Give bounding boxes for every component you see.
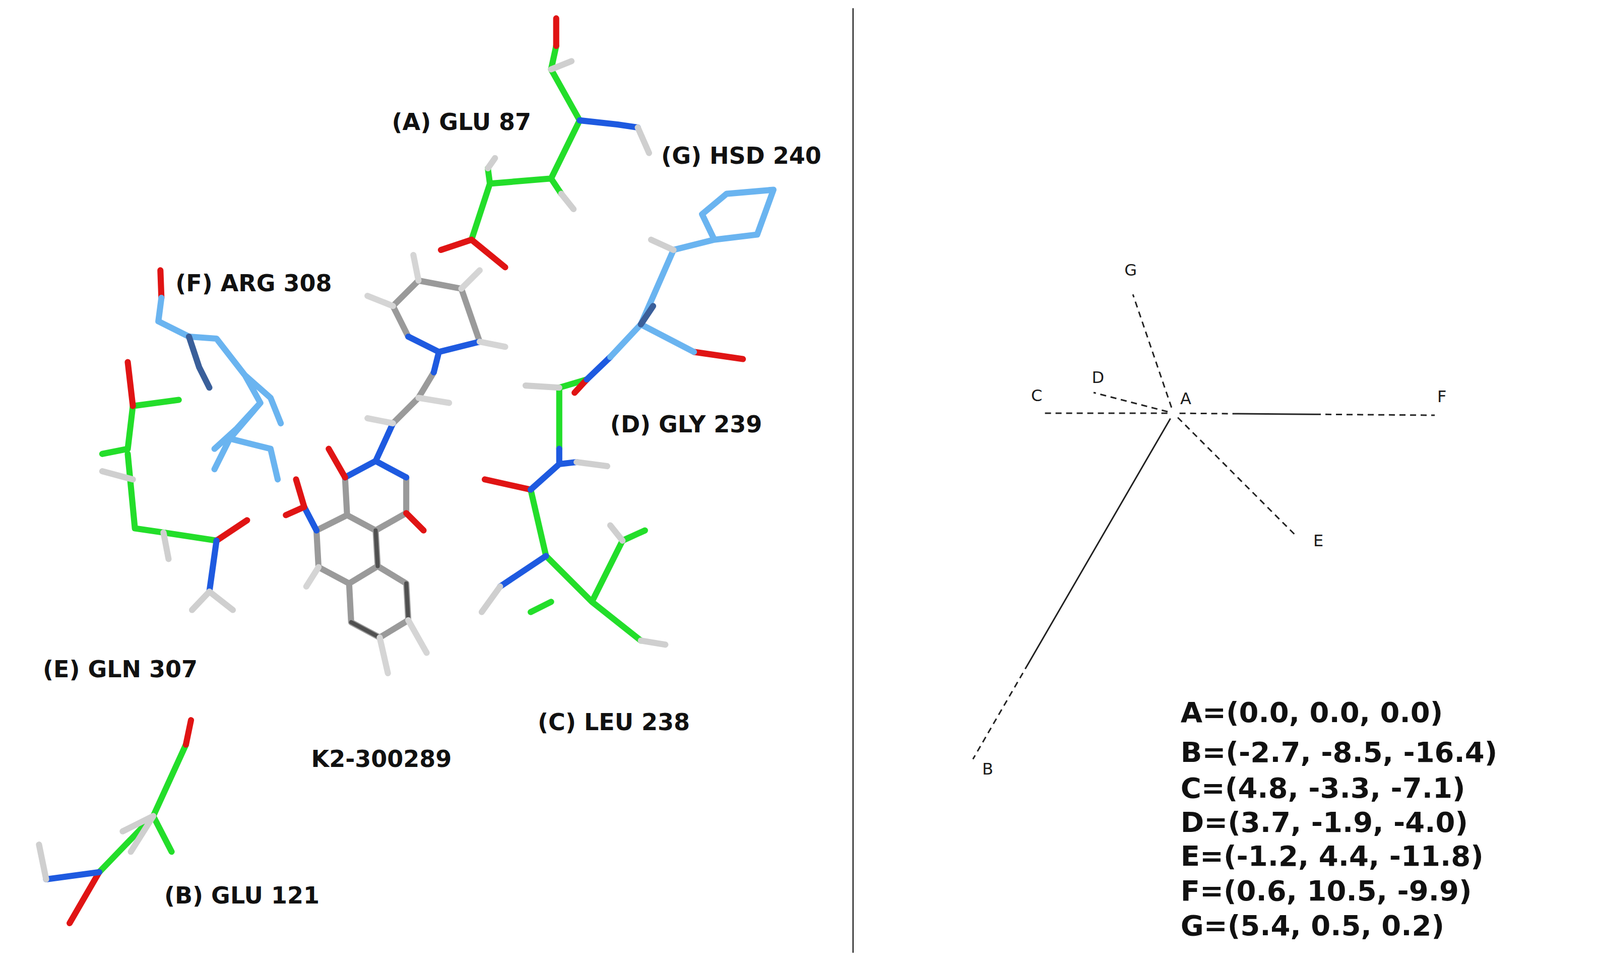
residue-label: (G) HSD 240 [661,142,822,170]
ligand-hydrogen-sticks [306,254,506,674]
sphere-body [1034,191,1228,385]
label-holder: (F) ARG 308 [175,269,332,298]
residue-label: (B) GLU 121 [164,881,320,910]
label-holder: (B) GLU 121 [164,881,320,910]
ligand-carbon-sticks [316,280,480,638]
histidine-arginine-sticks [158,189,774,480]
pharmacophore-sphere: C [934,311,1139,516]
residue-label: (A) GLU 87 [392,108,532,137]
coordinate-label: F=(0.6, 10.5, -9.9) [1180,873,1472,908]
label-holder: (A) GLU 87 [392,108,532,137]
sphere-shape [1033,190,1228,386]
sphere-label: B [982,760,994,779]
sphere-shape [1086,326,1260,500]
coordinate-label: B=(-2.7, -8.5, -16.4) [1180,735,1498,770]
oxygen-sticks [69,18,743,924]
sphere-shape [1294,267,1590,564]
label-holder: (D) GLY 239 [610,410,763,439]
sphere-label: D [1091,368,1105,387]
sphere-body [1086,327,1260,500]
label-holder: (E) GLN 307 [42,655,198,684]
distance-line [1043,412,1168,415]
nitrogen-sticks [46,120,638,880]
sphere-center-dot [1437,411,1447,420]
carbon-sticks [99,45,646,873]
panel-divider [852,8,854,953]
residue-label: (F) ARG 308 [175,269,332,298]
label-holder: G=(5.4, 0.5, 0.2) [1180,908,1445,943]
coordinate-label: A=(0.0, 0.0, 0.0) [1180,695,1444,730]
residue-label: K2-300289 [311,745,453,774]
sphere-center-dot [1296,536,1306,546]
hydrogen-sticks [38,60,674,879]
sphere-center-dot [1169,409,1178,418]
label-holder: (C) LEU 238 [537,708,690,737]
pharmacophore-sphere: B [862,658,1077,873]
distance-line [1132,294,1172,408]
residue-label: (D) GLY 239 [610,410,763,439]
sphere-body [1294,268,1590,563]
sphere-shape [1030,334,1143,447]
sphere-label: E [1313,532,1324,550]
coordinate-label: D=(3.7, -1.9, -4.0) [1180,805,1468,840]
pharmacophore-sphere: D [1030,334,1143,447]
sphere-body [1031,335,1143,447]
sphere-label: G [1124,261,1137,280]
sphere-center-dot [1082,386,1092,396]
ligand-nitrogen-sticks [304,336,480,531]
sphere-center-dot [1032,409,1042,418]
ligand-shadow-sticks [351,530,409,638]
sphere-shape [1178,418,1424,664]
residue-label: (E) GLN 307 [42,655,198,684]
sphere-shape [934,311,1139,516]
distance-line [1179,413,1436,416]
shaded-sticks [188,305,654,388]
pharmacophore-sphere: E [1178,418,1424,664]
sphere-label: C [1031,387,1043,405]
sphere-body [935,311,1139,516]
sphere-label: A [1180,390,1192,408]
distance-line [973,418,1171,759]
sphere-body [862,658,1076,872]
label-holder: F=(0.6, 10.5, -9.9) [1180,873,1472,908]
residue-label: (C) LEU 238 [537,708,690,737]
label-holder: (G) HSD 240 [661,142,822,170]
label-holder: B=(-2.7, -8.5, -16.4) [1180,735,1498,770]
coordinate-label: C=(4.8, -3.3, -7.1) [1180,771,1466,805]
sphere-center-dot [1126,283,1135,292]
coordinate-label: G=(5.4, 0.5, 0.2) [1180,908,1445,943]
sphere-body [1179,418,1424,663]
label-holder: E=(-1.2, 4.4, -11.8) [1180,839,1484,873]
sphere-label: F [1437,388,1447,406]
label-holder: A=(0.0, 0.0, 0.0) [1180,695,1444,730]
pharmacophore-sphere: G [1033,190,1228,386]
label-holder: C=(4.8, -3.3, -7.1) [1180,771,1466,805]
pharmacophore-sphere: A [1086,326,1260,500]
sphere-center-dot [965,760,974,770]
label-holder: K2-300289 [311,745,453,774]
sphere-shape [862,658,1077,873]
pharmacophore-sphere: F [1294,267,1590,564]
coordinate-label: E=(-1.2, 4.4, -11.8) [1180,839,1484,873]
label-holder: D=(3.7, -1.9, -4.0) [1180,805,1468,840]
ligand-oxygen-sticks [285,449,424,531]
distance-line [1177,417,1297,537]
distance-line [1093,392,1168,412]
